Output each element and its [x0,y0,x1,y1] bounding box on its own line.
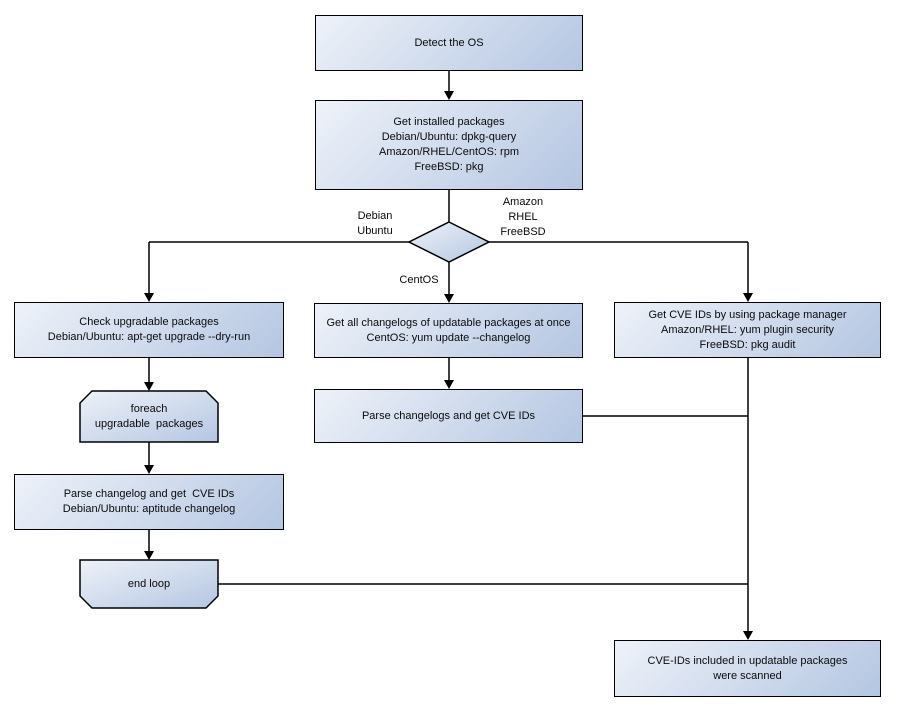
edge-label-amazon-rhel-freebsd: Amazon RHEL FreeBSD [500,196,546,238]
node-get-cve-ids-pkg-manager: Get CVE IDs by using package manager Ama… [614,302,881,358]
node-cve-ids-scanned: CVE-IDs included in updatable packages w… [614,640,881,697]
edge-label-centos: CentOS [399,274,439,286]
node-parse-changelogs-centos: Parse changelogs and get CVE IDs [314,389,583,443]
node-detect-os: Detect the OS [315,15,583,71]
end-loop-shape [79,559,219,609]
node-get-installed-packages-label: Get installed packages Debian/Ubuntu: dp… [379,116,519,173]
node-parse-changelogs-centos-label: Parse changelogs and get CVE IDs [361,409,536,422]
node-get-all-changelogs: Get all changelogs of updatable packages… [314,303,583,358]
node-get-installed-packages: Get installed packages Debian/Ubuntu: dp… [315,100,583,190]
node-check-upgradable-packages-label: Check upgradable packages Debian/Ubuntu:… [47,316,251,343]
node-end-loop-label: end loop [127,577,171,590]
node-foreach-loop-label: foreach upgradable packages [94,402,204,430]
node-parse-changelog-debian-label: Parse changelog and get CVE IDs Debian/U… [62,488,236,515]
node-check-upgradable-packages: Check upgradable packages Debian/Ubuntu:… [14,302,284,358]
os-decision-diamond [407,221,491,263]
foreach-loop-shape [79,390,219,443]
node-cve-ids-scanned-label: CVE-IDs included in updatable packages w… [647,654,848,682]
node-foreach-loop: foreach upgradable packages [80,391,218,442]
node-end-loop: end loop [80,560,218,608]
node-get-all-changelogs-label: Get all changelogs of updatable packages… [326,316,571,344]
node-get-cve-ids-pkg-manager-label: Get CVE IDs by using package manager Ama… [648,308,847,351]
node-parse-changelog-debian: Parse changelog and get CVE IDs Debian/U… [14,474,284,530]
edge-label-debian-ubuntu: Debian Ubuntu [357,210,393,237]
node-detect-os-label: Detect the OS [414,36,484,49]
